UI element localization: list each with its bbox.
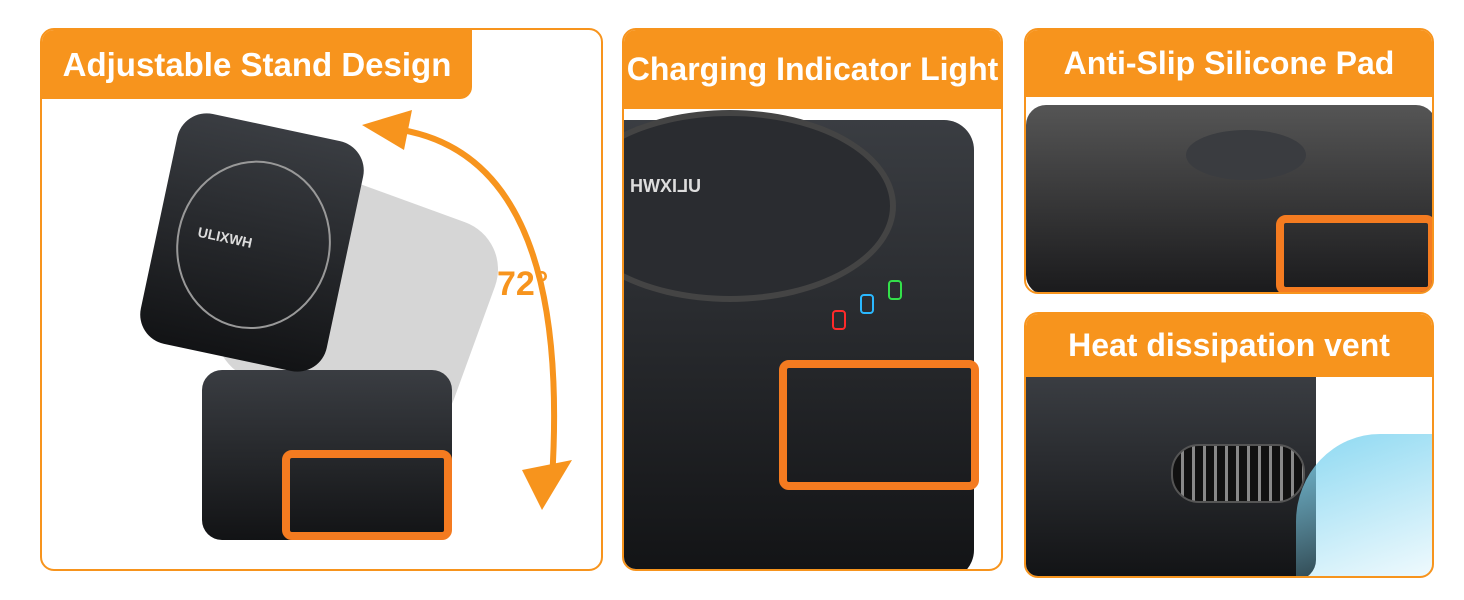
indicator-led-red xyxy=(832,310,846,330)
rotation-arrow-icon xyxy=(362,110,572,510)
airflow xyxy=(1296,434,1432,576)
panel-heat-vent: Heat dissipation vent xyxy=(1024,312,1434,578)
charging-pad: ULIXWH xyxy=(624,110,896,302)
panel-charging-indicator: Charging Indicator Light ULIXWH xyxy=(622,28,1003,571)
panel-title: Charging Indicator Light xyxy=(624,30,1001,109)
indicator-led-green xyxy=(888,280,902,300)
cable-slot xyxy=(1276,215,1432,292)
indicator-led-blue xyxy=(860,294,874,314)
panel-title: Adjustable Stand Design xyxy=(42,30,472,99)
panel-title: Heat dissipation vent xyxy=(1026,314,1432,377)
angle-label: 72° xyxy=(497,265,549,303)
panel-adjustable-stand: Adjustable Stand Design 72° ULIXWH xyxy=(40,28,603,571)
brand-logo: ULIXWH xyxy=(630,176,701,196)
cable-slot xyxy=(779,360,979,490)
panel-title: Anti-Slip Silicone Pad xyxy=(1026,30,1432,97)
panel-anti-slip: Anti-Slip Silicone Pad xyxy=(1024,28,1434,294)
silicone-pad xyxy=(1186,130,1306,180)
cable-slot xyxy=(282,450,452,540)
vent-grille xyxy=(1171,444,1305,503)
